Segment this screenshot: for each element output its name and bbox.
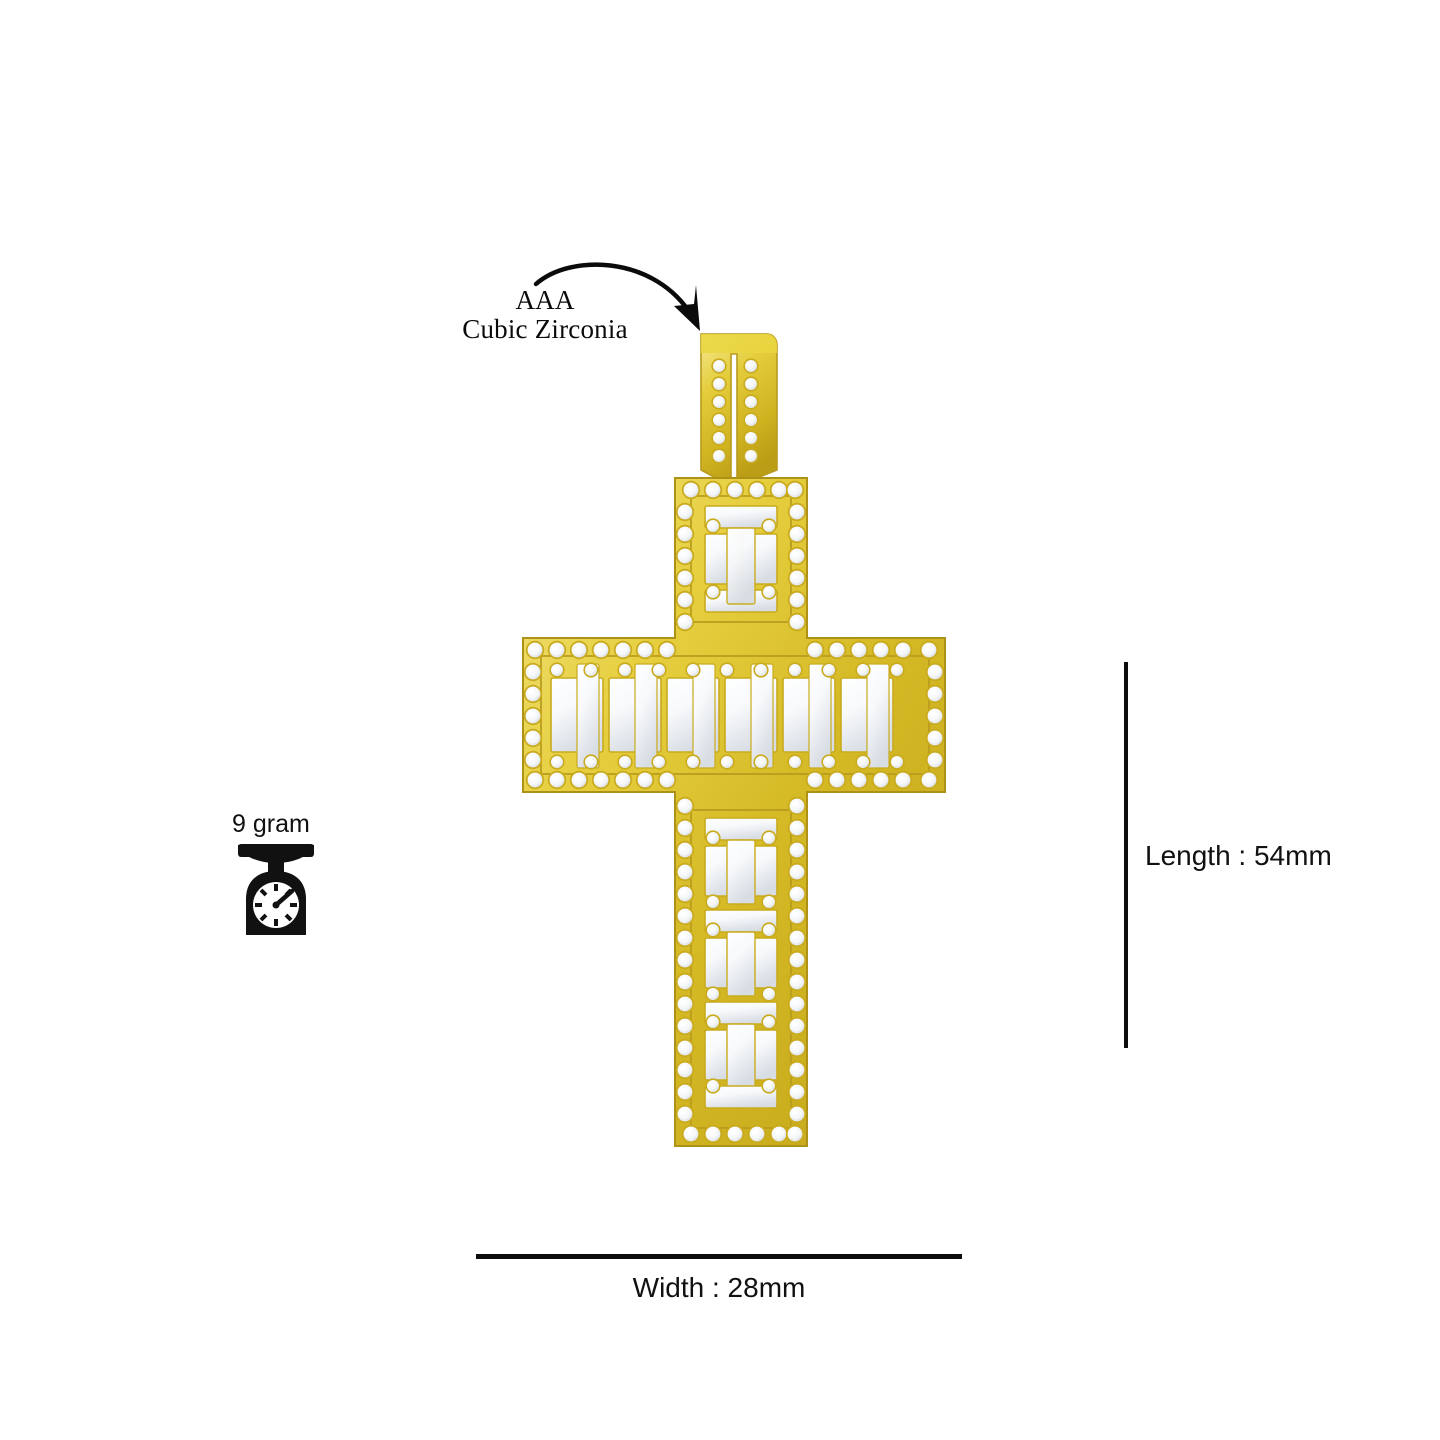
bottom-arm-stones: [704, 817, 778, 1109]
length-label: Length : 54mm: [1145, 840, 1332, 871]
cz-material-text: Cubic Zirconia: [462, 314, 628, 345]
horizontal-arm-stones: [550, 663, 894, 769]
cross-pendant-image: [522, 333, 946, 1147]
top-arm-stones: [704, 505, 778, 613]
weight-value: 9 gram: [232, 810, 310, 838]
pendant-bail: [700, 333, 778, 488]
cross-body: [522, 477, 946, 1147]
length-measure-line: [1124, 662, 1128, 1048]
width-label: Width : 28mm: [632, 1272, 806, 1303]
width-measure-line: [476, 1254, 962, 1259]
weighing-scale-icon: [238, 844, 314, 935]
cz-grade-text: AAA: [515, 285, 575, 315]
weight-annotation: 9 gram: [228, 812, 324, 939]
